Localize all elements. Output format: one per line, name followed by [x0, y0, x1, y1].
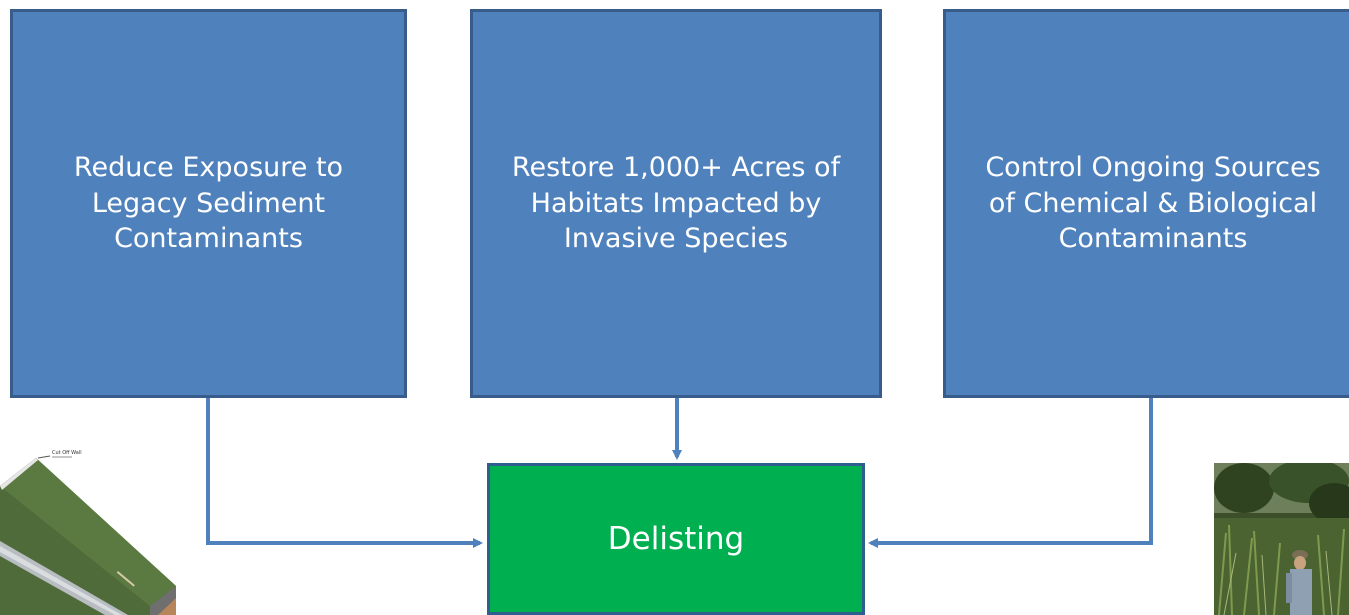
goal-box-habitat-line-1: Restore 1,000+ Acres of: [511, 152, 841, 184]
goal-box-sources: Control Ongoing Sources of Chemical & Bi…: [943, 9, 1349, 398]
goal-box-sediment-line-2: Legacy Sediment: [91, 187, 326, 219]
field-worker-photo: [1214, 463, 1349, 615]
cutoff-wall-diagram-image: Cut Off Wall: [0, 446, 176, 615]
goal-box-habitat-line-2: Habitats Impacted by: [530, 187, 822, 219]
goal-box-sources-line-1: Control Ongoing Sources: [985, 152, 1321, 184]
delisting-label: Delisting: [607, 520, 745, 557]
connector-left: [206, 398, 483, 548]
goal-box-sediment: Reduce Exposure to Legacy Sediment Conta…: [10, 9, 407, 398]
goal-box-habitat: Restore 1,000+ Acres of Habitats Impacte…: [470, 9, 882, 398]
delisting-box: Delisting: [487, 463, 865, 615]
cutoff-wall-caption: Cut Off Wall: [52, 450, 82, 456]
goal-box-sources-line-3: Contaminants: [1058, 223, 1248, 255]
connector-right: [868, 398, 1153, 548]
goal-box-sediment-line-1: Reduce Exposure to: [73, 152, 344, 184]
goal-box-habitat-line-3: Invasive Species: [563, 223, 789, 255]
goal-box-sediment-line-3: Contaminants: [114, 223, 303, 255]
goal-box-sources-line-2: of Chemical & Biological: [988, 187, 1318, 219]
